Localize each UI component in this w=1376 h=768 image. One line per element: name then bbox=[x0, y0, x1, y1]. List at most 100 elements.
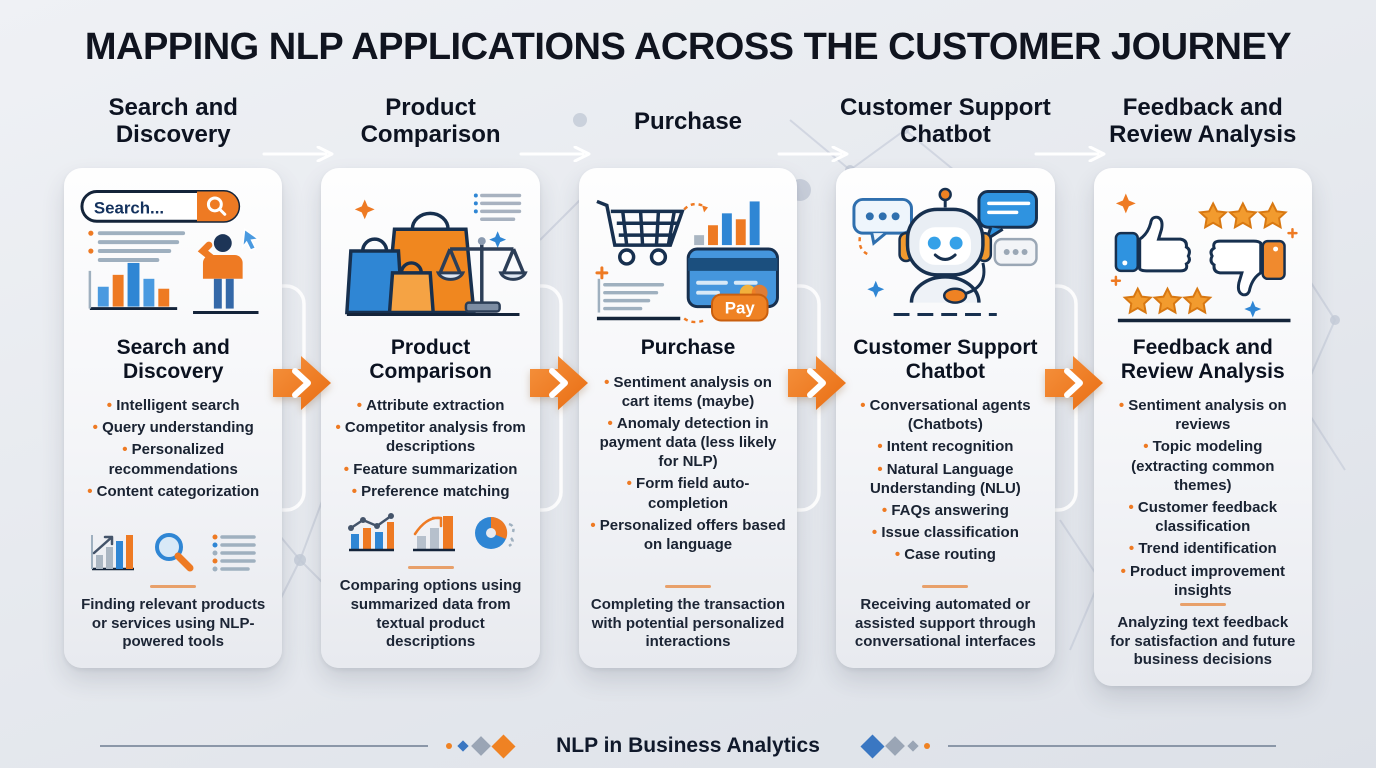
bullet-item: Competitor analysis from descriptions bbox=[331, 418, 529, 456]
card-description: Comparing options using summarized data … bbox=[339, 577, 522, 651]
column-feedback-review: Feedback and Review Analysis bbox=[1093, 83, 1312, 687]
bullet-item: Attribute extraction bbox=[331, 396, 529, 415]
bullet-item: Preference matching bbox=[331, 482, 529, 501]
footer: NLP in Business Analytics bbox=[0, 733, 1376, 759]
star-icon bbox=[1197, 201, 1288, 230]
speech-bubble-icon bbox=[852, 197, 914, 246]
sparkle-icon bbox=[355, 199, 376, 220]
bullet-item: Customer feedback classification bbox=[1104, 498, 1302, 536]
header-arrow-icon bbox=[262, 146, 334, 162]
bullet-item: Content categorization bbox=[74, 482, 272, 501]
footer-decor-left bbox=[446, 733, 516, 759]
bullet-list: Conversational agents (Chatbots) Intent r… bbox=[846, 393, 1044, 568]
bullet-item: Trend identification bbox=[1104, 539, 1302, 558]
feedback-review-illustration bbox=[1110, 193, 1298, 323]
stage-card: Feedback and Review Analysis Sentiment a… bbox=[1093, 168, 1312, 687]
header-arrow-icon bbox=[519, 146, 591, 162]
card-title: Customer Support Chatbot bbox=[853, 336, 1038, 383]
product-comparison-illustration bbox=[345, 193, 529, 317]
card-divider bbox=[150, 584, 197, 588]
journey-columns: Search and Discovery Search... bbox=[0, 83, 1376, 687]
bullet-list: Attribute extractionCompetitor analysis … bbox=[331, 393, 529, 504]
stage-card: Pay Purchase Sentiment analysis on cart … bbox=[578, 168, 798, 668]
bullet-item: Conversational agents (Chatbots) bbox=[846, 396, 1044, 434]
card-description: Completing the transaction with potentia… bbox=[590, 595, 786, 651]
bullet-item: Personalized recommendations bbox=[74, 440, 272, 478]
card-title: Purchase bbox=[640, 336, 736, 359]
stage-card: Customer Support Chatbot Conversational … bbox=[836, 168, 1055, 668]
line-bar-chart-icon bbox=[347, 513, 394, 552]
column-header: Feedback and Review Analysis bbox=[1109, 94, 1297, 148]
star-icon bbox=[1122, 286, 1213, 315]
bullet-item: Query understanding bbox=[74, 418, 272, 437]
magnifier-icon bbox=[155, 532, 194, 572]
stage-card: Search... bbox=[64, 168, 283, 668]
footer-line bbox=[100, 745, 429, 747]
card-description: Analyzing text feedback for satisfaction… bbox=[1110, 613, 1296, 669]
bullet-item: Anomaly detection in payment data (less … bbox=[589, 414, 787, 472]
card-title: Feedback and Review Analysis bbox=[1120, 336, 1285, 383]
bullet-item: Product improvement insights bbox=[1104, 562, 1302, 600]
bullet-item: Issue classification bbox=[846, 523, 1044, 542]
header-arrow-icon bbox=[777, 146, 849, 162]
document-list-icon bbox=[212, 534, 256, 572]
flow-arrow-icon bbox=[788, 356, 846, 410]
bullet-item: Sentiment analysis on cart items (maybe) bbox=[589, 373, 787, 411]
plus-icon bbox=[595, 266, 609, 280]
header-arrow-icon bbox=[1034, 146, 1106, 162]
card-title: Product Comparison bbox=[369, 336, 492, 383]
search-placeholder-text: Search... bbox=[94, 198, 164, 217]
footer-line bbox=[947, 745, 1277, 747]
page-title: MAPPING NLP APPLICATIONS ACROSS THE CUST… bbox=[84, 26, 1292, 68]
bullet-list: Sentiment analysis on reviewsTopic model… bbox=[1104, 393, 1302, 603]
bullet-list: Sentiment analysis on cart items (maybe)… bbox=[589, 370, 787, 558]
card-divider bbox=[922, 584, 969, 588]
thumbs-up-icon bbox=[1114, 215, 1191, 273]
sparkle-icon bbox=[1243, 300, 1261, 318]
arrow-bar-chart-icon bbox=[412, 516, 455, 552]
column-header: Search and Discovery bbox=[108, 94, 238, 148]
column-header: Purchase bbox=[633, 107, 743, 135]
thumbs-down-icon bbox=[1209, 239, 1286, 297]
mini-icons-row bbox=[74, 523, 272, 573]
bullet-item: Personalized offers based on language bbox=[589, 516, 787, 554]
pie-chart-icon bbox=[474, 516, 515, 549]
speech-bubble-icon bbox=[993, 237, 1038, 267]
card-description: Receiving automated or assisted support … bbox=[854, 595, 1036, 651]
card-divider bbox=[407, 566, 454, 569]
flow-arrow-icon bbox=[1045, 356, 1103, 410]
sparkle-icon bbox=[1115, 193, 1136, 214]
mini-icons-row bbox=[331, 504, 529, 554]
cursor-icon bbox=[241, 227, 261, 251]
search-discovery-illustration: Search... bbox=[80, 190, 261, 315]
purchase-illustration: Pay bbox=[595, 199, 779, 324]
footer-label: NLP in Business Analytics bbox=[556, 734, 820, 757]
bullet-item: Form field auto-completion bbox=[589, 474, 787, 512]
column-search-discovery: Search and Discovery Search... bbox=[64, 83, 283, 686]
column-header: Product Comparison bbox=[360, 94, 501, 148]
speech-bubble-icon bbox=[977, 190, 1039, 243]
sparkle-icon bbox=[867, 280, 885, 298]
bullet-item: Sentiment analysis on reviews bbox=[1104, 396, 1302, 434]
chatbot-illustration bbox=[852, 187, 1039, 317]
flow-arrow-icon bbox=[530, 356, 588, 410]
card-divider bbox=[664, 584, 711, 588]
sparkle-icon bbox=[489, 231, 507, 249]
column-header: Customer Support Chatbot bbox=[840, 94, 1051, 148]
pay-button-label: Pay bbox=[725, 299, 756, 318]
bullet-item: Case routing bbox=[846, 545, 1044, 564]
card-description: Finding relevant products or services us… bbox=[81, 595, 266, 651]
flow-arrow-icon bbox=[273, 356, 331, 410]
card-title: Search and Discovery bbox=[116, 336, 230, 383]
bullet-item: FAQs answering bbox=[846, 501, 1044, 520]
column-purchase: Purchase bbox=[578, 83, 798, 686]
card-divider bbox=[1179, 602, 1226, 606]
column-support-chatbot: Customer Support Chatbot bbox=[836, 83, 1055, 686]
bullet-item: Intelligent search bbox=[74, 396, 272, 415]
stage-card: Product Comparison Attribute extractionC… bbox=[321, 168, 540, 668]
bullet-item: Intent recognition bbox=[846, 437, 1044, 456]
bullet-item: Natural Language Understanding (NLU) bbox=[846, 460, 1044, 498]
bullet-item: Feature summarization bbox=[331, 460, 529, 479]
bullet-list: Intelligent searchQuery understandingPer… bbox=[74, 393, 272, 504]
